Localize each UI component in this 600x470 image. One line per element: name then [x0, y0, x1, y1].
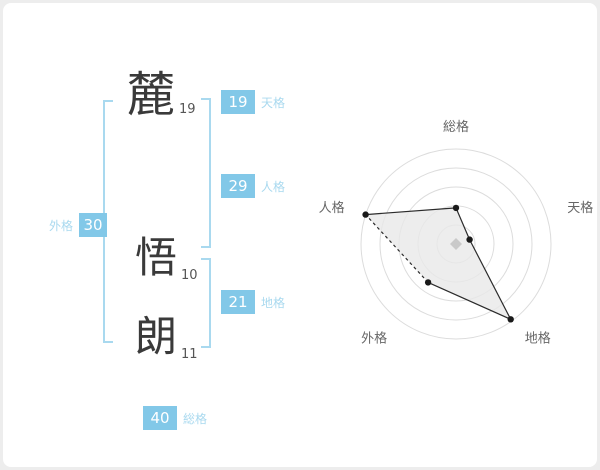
chikaku-value: 21 [221, 290, 255, 314]
jinkaku-label: 人格 [261, 179, 286, 194]
radar-axis-label: 天格 [567, 200, 593, 216]
chikaku-bracket [201, 258, 211, 348]
radar-data-point [452, 204, 460, 212]
radar-grid-ring [360, 148, 552, 340]
gaikaku-label: 外格 [49, 218, 74, 233]
chikaku-label: 地格 [261, 295, 286, 310]
radar-data-edge [427, 281, 511, 320]
radar-data-point [466, 236, 473, 243]
soukaku-badge: 40 総格 [143, 406, 213, 430]
tenkaku-badge: 19 天格 [221, 90, 291, 114]
given-kanji-2-strokes: 11 [181, 347, 198, 362]
radar-axis-label: 人格 [319, 200, 345, 216]
radar-axis-label: 地格 [525, 331, 551, 347]
radar-data-point [424, 279, 432, 286]
radar-center-diamond-icon [450, 238, 462, 250]
given-kanji-1-strokes: 10 [181, 268, 198, 283]
given-kanji-1: 悟 [135, 233, 178, 282]
radar-data-point [362, 211, 369, 218]
soukaku-label: 総格 [183, 411, 208, 426]
radar-data-point [507, 316, 514, 323]
soukaku-value: 40 [143, 406, 177, 430]
tenkaku-label: 天格 [261, 95, 286, 110]
radar-data-edge [469, 239, 512, 320]
radar-axis-label: 総格 [443, 119, 469, 135]
chikaku-badge: 21 地格 [221, 290, 291, 314]
radar-data-area [365, 207, 511, 320]
tenkaku-value: 19 [221, 90, 255, 114]
jinkaku-bracket [201, 98, 211, 248]
radar-data-edge [455, 207, 471, 240]
jinkaku-value: 29 [221, 174, 255, 198]
gaikaku-value: 30 [79, 213, 108, 237]
radar-axis-label: 外格 [361, 331, 387, 347]
radar-data-edge [365, 207, 457, 216]
surname-kanji-1-strokes: 19 [179, 102, 196, 117]
jinkaku-badge: 29 人格 [221, 174, 291, 198]
given-kanji-2: 朗 [135, 312, 178, 361]
name-analysis-card: 麓 19 悟 10 朗 11 19 天格 29 人格 21 地格 外格 30 4… [3, 3, 597, 467]
surname-kanji-1: 麓 [127, 67, 176, 123]
radar-grid-ring [379, 167, 533, 321]
gaikaku-badge: 外格 30 [43, 213, 108, 237]
